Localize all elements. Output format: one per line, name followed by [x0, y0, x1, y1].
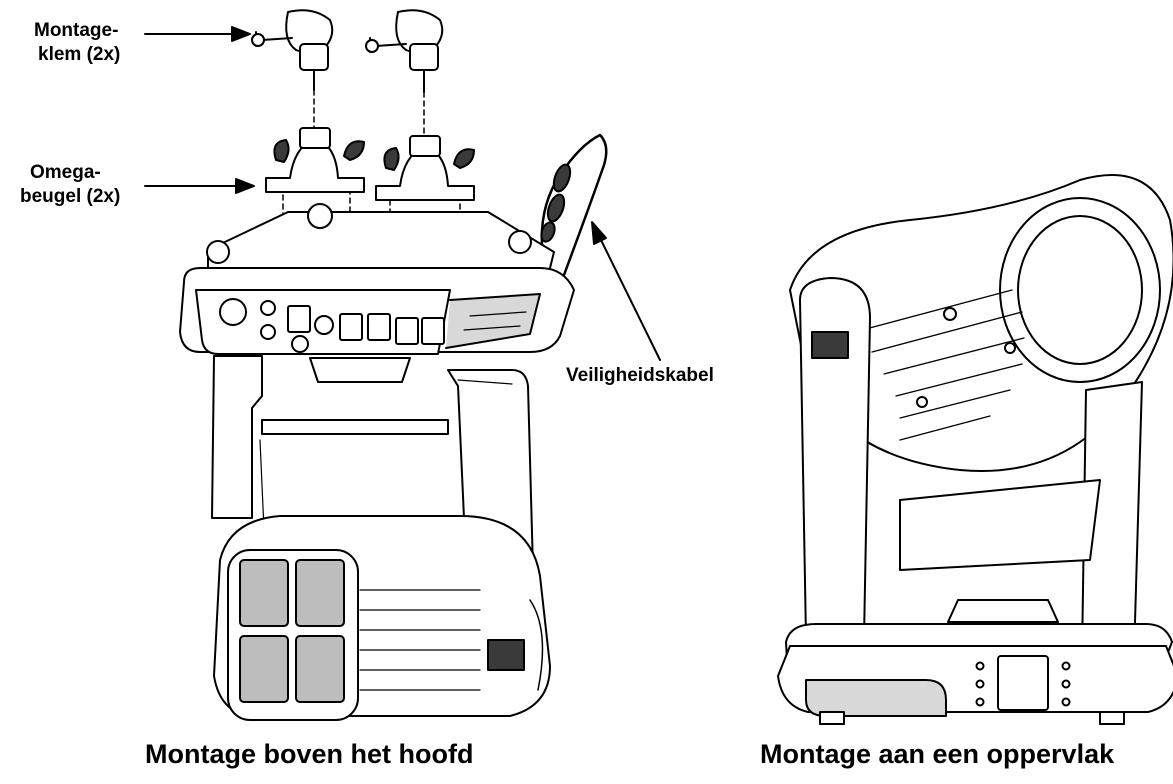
mounting-clamp-label-line1: Montage- [34, 20, 119, 41]
omega-bracket-label-line1: Omega- [30, 162, 101, 183]
safety-cable [540, 133, 608, 277]
omega-bracket-label-line2: beugel (2x) [20, 186, 121, 207]
omega-bracket-left [265, 127, 365, 193]
fixture-base-overhead [179, 203, 575, 355]
moving-head-overhead [213, 515, 551, 721]
caption-overhead-mounting: Montage boven het hoofd [145, 739, 474, 769]
mounting-clamp-right [365, 9, 444, 93]
callout-arrows [144, 26, 661, 361]
moving-head-surface [777, 174, 1173, 725]
caption-surface-mounting: Montage aan een oppervlak [760, 739, 1115, 769]
mounting-clamp-label-line2: klem (2x) [38, 44, 121, 65]
mounting-clamp-left [251, 9, 334, 91]
omega-bracket-right [375, 135, 475, 201]
safety-cable-label: Veiligheidskabel [566, 365, 714, 386]
